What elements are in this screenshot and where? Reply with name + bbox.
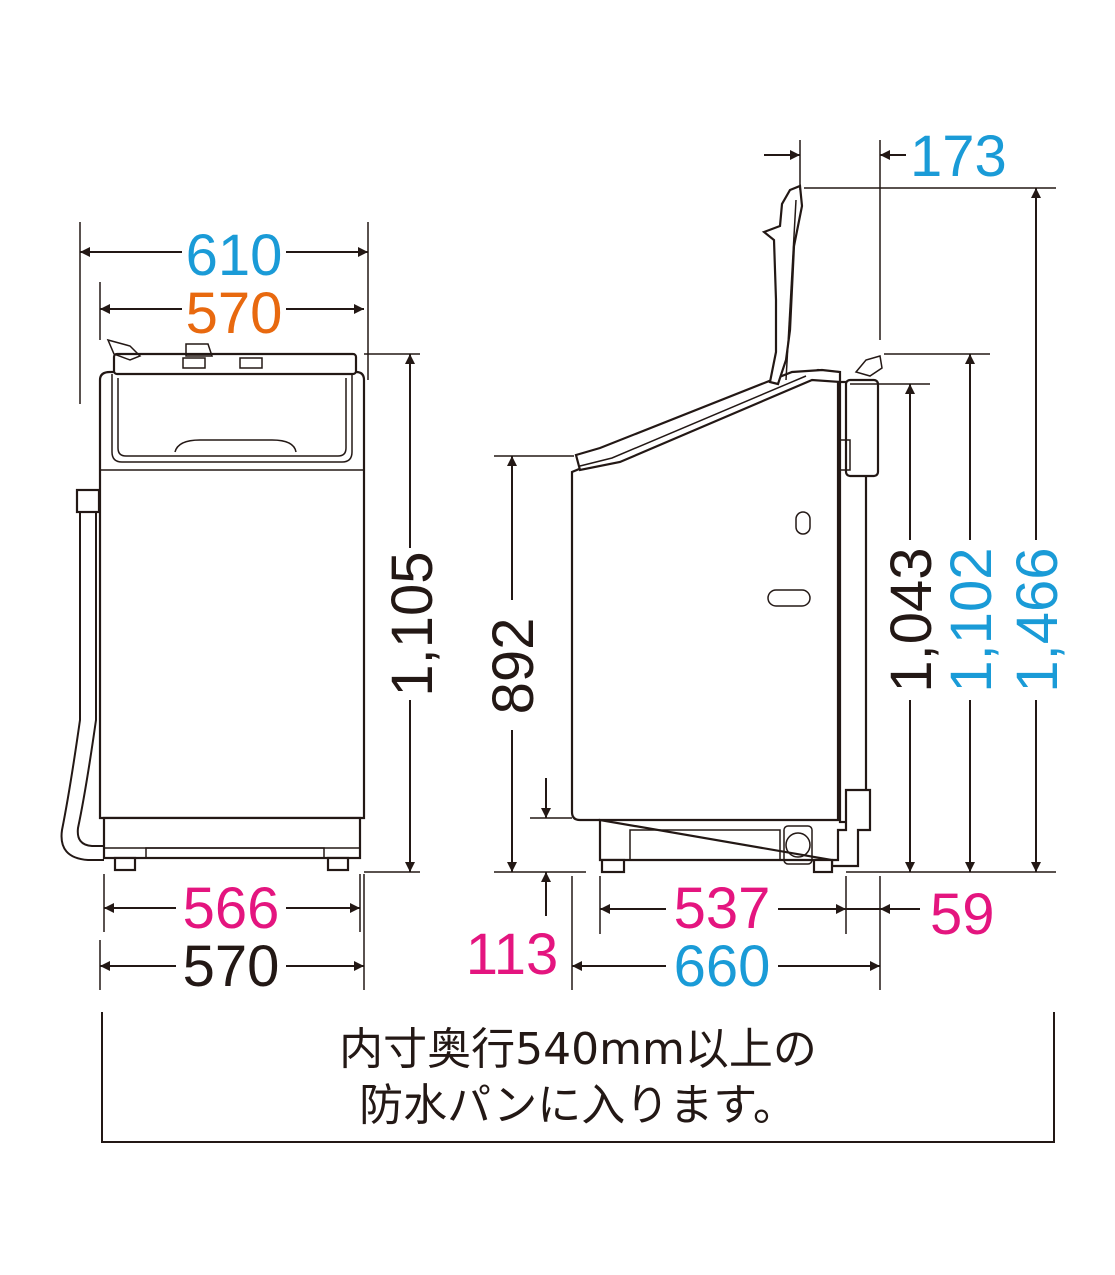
note-line-2: 防水パンに入ります。 bbox=[359, 1080, 797, 1131]
side-hose-connector bbox=[854, 355, 883, 377]
front-drain-hose bbox=[60, 510, 104, 861]
side-drain-ring bbox=[785, 832, 811, 858]
side-open-lid bbox=[761, 184, 804, 386]
side-foot-rear bbox=[812, 858, 834, 874]
label-1102: 1,102 bbox=[939, 547, 1004, 692]
dim-front-base: 570 bbox=[99, 874, 365, 999]
label-570-bottom: 570 bbox=[183, 934, 280, 999]
front-base bbox=[102, 816, 362, 860]
side-handle bbox=[767, 589, 811, 607]
note-bracket bbox=[101, 1012, 1055, 1143]
side-knob bbox=[795, 511, 811, 535]
dim-side-body-height: 892 bbox=[481, 455, 586, 873]
label-566: 566 bbox=[183, 876, 280, 941]
front-hose-connector-left bbox=[106, 338, 142, 361]
front-foot-left bbox=[113, 856, 137, 872]
front-view bbox=[60, 338, 366, 872]
label-660: 660 bbox=[674, 934, 771, 999]
label-1466: 1,466 bbox=[1005, 547, 1070, 692]
label-113: 113 bbox=[466, 922, 558, 987]
dim-side-base-depth: 537 bbox=[599, 876, 847, 941]
label-570-top: 570 bbox=[186, 281, 283, 346]
dim-front-height: 1,105 bbox=[364, 353, 445, 873]
dim-side-leg-height: 113 bbox=[466, 778, 572, 987]
side-foot-front bbox=[600, 858, 626, 874]
front-body bbox=[98, 370, 366, 820]
front-hose-connector-right bbox=[185, 343, 214, 357]
label-1043: 1,043 bbox=[879, 547, 944, 692]
dim-side-height-top: 1,043 bbox=[850, 383, 944, 872]
front-lid bbox=[111, 374, 353, 463]
side-body bbox=[570, 368, 840, 822]
dim-side-height-lid-open: 1,466 bbox=[804, 187, 1070, 872]
label-1105: 1,105 bbox=[380, 551, 445, 696]
dim-side-lid-offset: 173 bbox=[764, 124, 1007, 340]
dim-side-height-hose: 1,102 bbox=[884, 353, 1004, 872]
dim-front-inner-width-top: 570 bbox=[99, 281, 364, 346]
dim-side-overall-depth: 660 bbox=[571, 876, 881, 999]
front-top-panel bbox=[112, 352, 358, 376]
side-view bbox=[570, 184, 883, 874]
dim-front-base-outer: 566 bbox=[103, 874, 361, 941]
front-foot-right bbox=[326, 856, 350, 872]
label-173: 173 bbox=[910, 124, 1007, 189]
dim-side-rear-offset: 59 bbox=[846, 882, 995, 947]
label-537: 537 bbox=[674, 876, 771, 941]
label-892: 892 bbox=[481, 618, 546, 715]
note-line-1: 内寸奥行540mm以上の bbox=[339, 1024, 817, 1075]
dim-front-overall-width: 610 bbox=[79, 222, 369, 404]
label-59: 59 bbox=[930, 882, 995, 947]
label-610: 610 bbox=[186, 223, 283, 288]
